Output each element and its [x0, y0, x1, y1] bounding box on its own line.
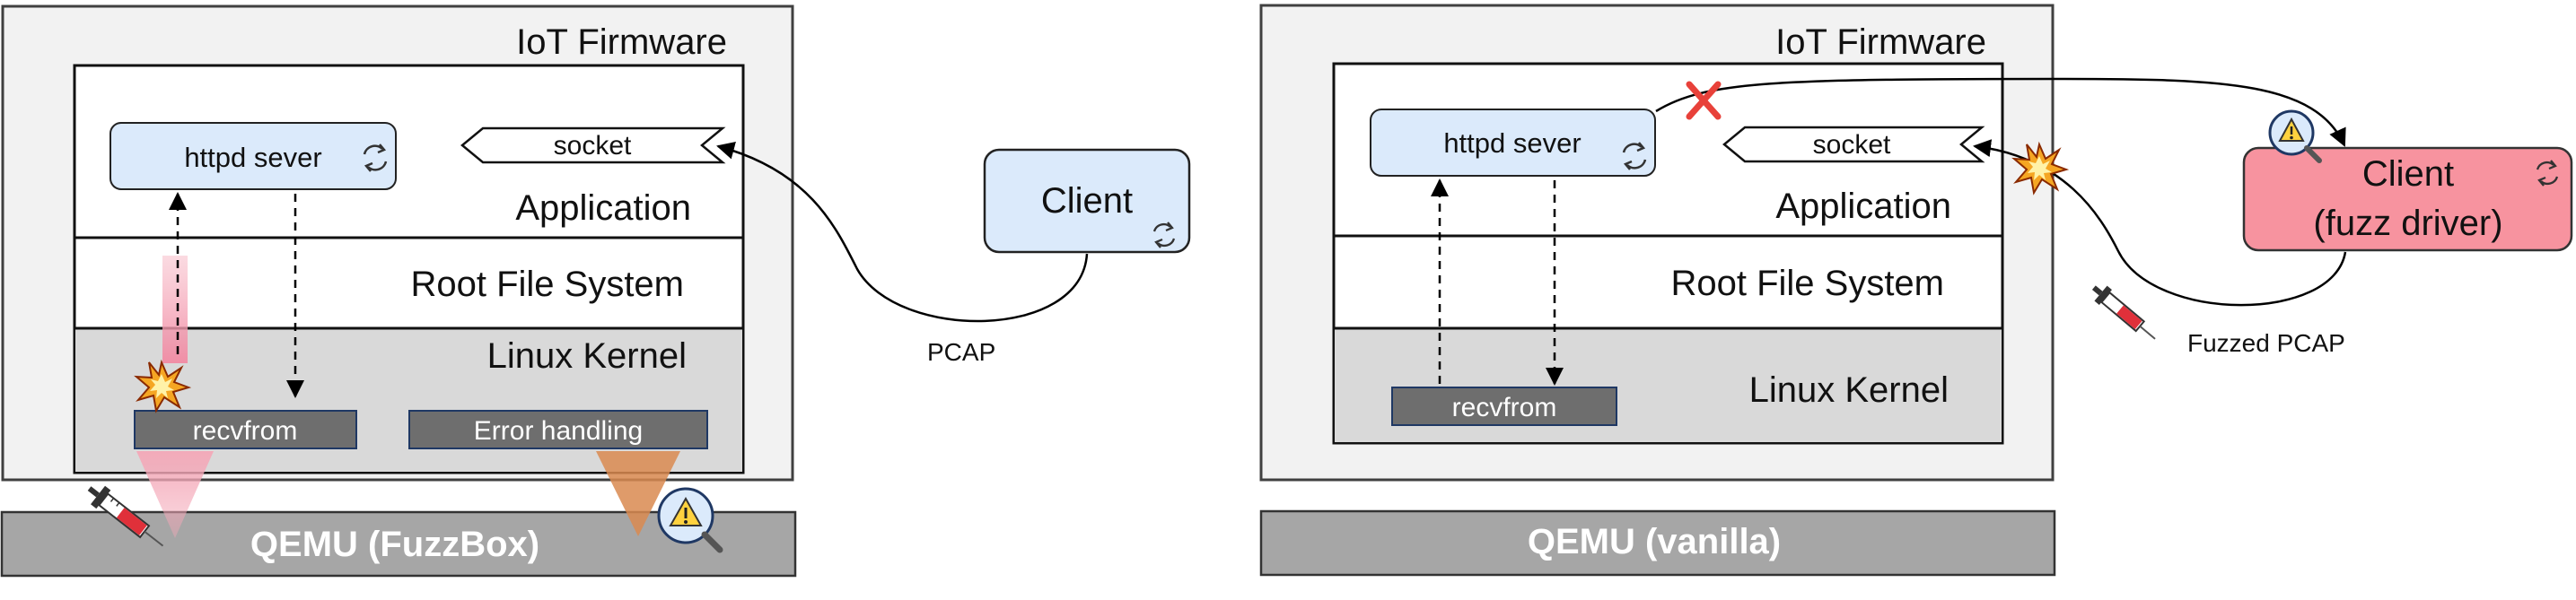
left-pink-bar	[162, 256, 188, 363]
right-httpd-label: httpd sever	[1443, 127, 1581, 159]
left-kernel-label: Linux Kernel	[487, 336, 687, 376]
right-pcap-label: Fuzzed PCAP	[2187, 329, 2345, 357]
magnifier-warning-icon	[657, 487, 723, 553]
refresh-icon	[1152, 222, 1176, 248]
left-panel: IoT Firmware Application Root File Syste…	[0, 4, 1191, 578]
right-kernel-label: Linux Kernel	[1749, 370, 1949, 410]
left-rootfs-label: Root File System	[410, 265, 684, 304]
refresh-icon	[363, 143, 388, 172]
left-application-label: Application	[515, 188, 691, 228]
right-recvfrom-label: recvfrom	[1452, 393, 1557, 422]
left-error-label: Error handling	[474, 416, 643, 446]
left-pcap-label: PCAP	[927, 338, 995, 366]
syringe-icon	[2091, 285, 2156, 340]
left-error-box	[408, 410, 708, 449]
explosion-icon	[134, 359, 192, 413]
left-socket-shape	[460, 126, 726, 164]
left-socket-label: socket	[554, 131, 632, 161]
right-recvfrom-box	[1391, 387, 1617, 426]
left-httpd-box	[110, 122, 397, 190]
left-httpd-label: httpd sever	[184, 142, 321, 173]
right-client-line2: (fuzz driver)	[2313, 204, 2502, 243]
right-socket-label: socket	[1813, 130, 1891, 160]
right-panel: IoT Firmware Application Root File Syste…	[1259, 4, 2573, 577]
right-client-box	[2242, 146, 2573, 252]
magnifier-warning-icon	[2268, 109, 2322, 163]
left-qemu-label: QEMU (FuzzBox)	[250, 525, 539, 564]
syringe-icon	[87, 485, 164, 547]
left-pink-beam	[136, 451, 214, 538]
red-x-icon	[1686, 81, 1722, 120]
right-qemu-bar	[1259, 509, 2056, 577]
left-orange-beam	[596, 451, 680, 536]
explosion-icon	[2011, 141, 2070, 196]
right-httpd-box	[1370, 109, 1656, 177]
right-application-label: Application	[1775, 187, 1951, 226]
right-firmware-label: IoT Firmware	[1775, 22, 1986, 62]
right-rootfs-label: Root File System	[1670, 264, 1944, 303]
refresh-icon	[1622, 142, 1647, 170]
right-socket-shape	[1722, 126, 1985, 163]
left-firmware-label: IoT Firmware	[516, 22, 727, 62]
left-recvfrom-box	[134, 410, 357, 449]
right-client-line1: Client	[2362, 154, 2454, 194]
refresh-icon	[2536, 160, 2559, 187]
left-pcap-curve	[716, 142, 1089, 323]
right-qemu-label: QEMU (vanilla)	[1528, 522, 1781, 561]
left-client-label: Client	[1041, 181, 1133, 221]
left-recvfrom-label: recvfrom	[193, 416, 298, 446]
left-client-box	[983, 148, 1191, 254]
